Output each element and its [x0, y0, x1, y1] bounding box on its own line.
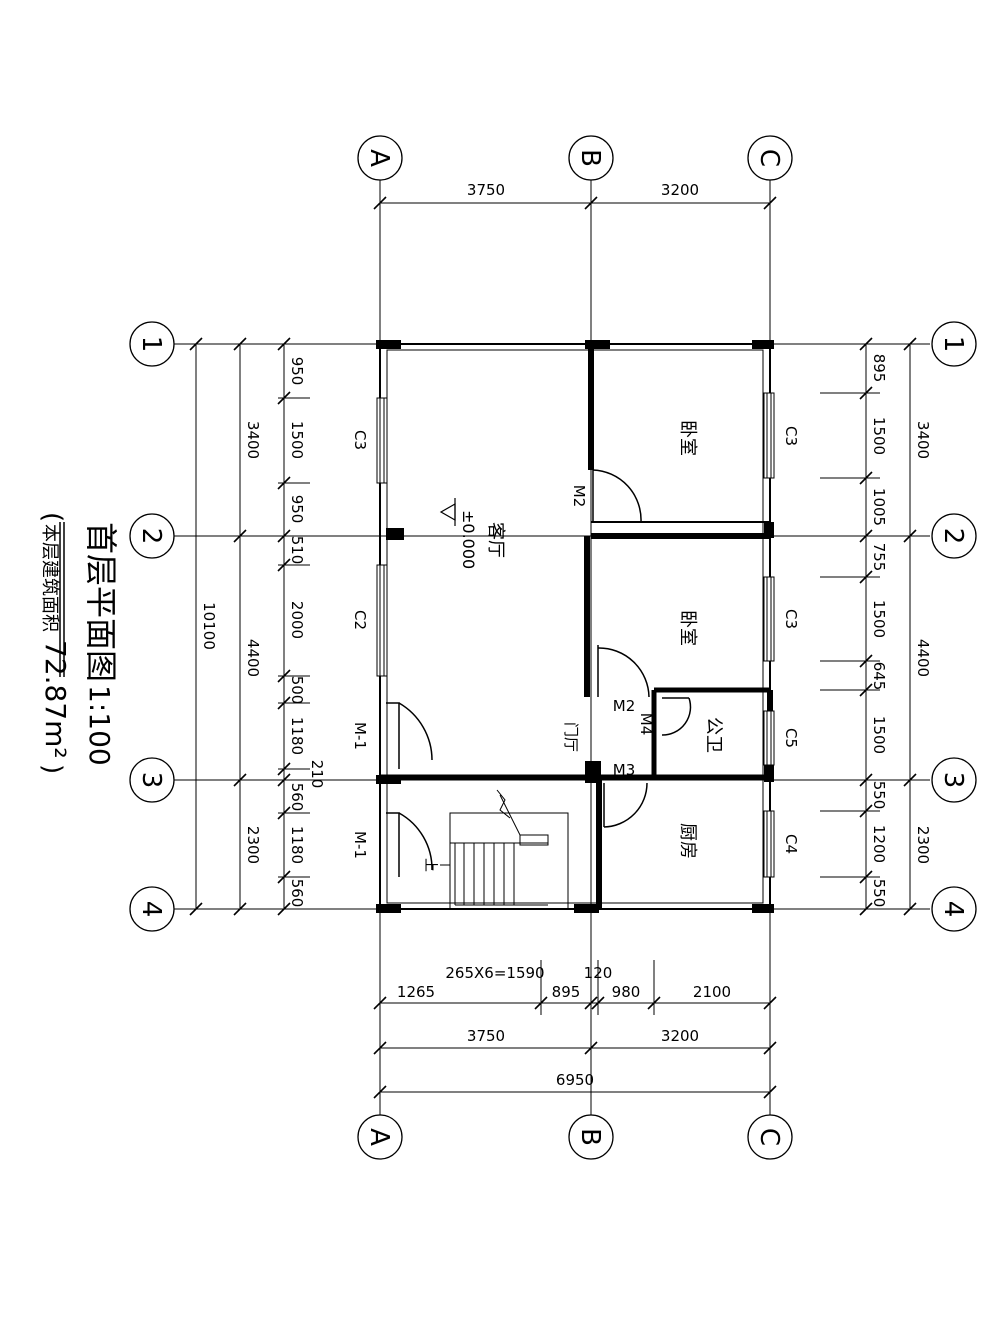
dim-bot-stair: 265X6=1590: [445, 964, 544, 982]
door-code-m2-lower: M2: [613, 697, 636, 715]
dim-right-23: 4400: [914, 639, 932, 677]
stair: [440, 789, 569, 910]
dimension-ticks: [189, 196, 917, 1099]
dim-ri-4: 1500: [870, 600, 888, 638]
dim-bot-1265: 1265: [397, 983, 435, 1001]
room-bedroom-2: 卧室: [677, 610, 698, 646]
doors: [386, 469, 692, 877]
area-close-paren: ): [37, 764, 67, 774]
dim-ri-7: 550: [870, 781, 888, 810]
vertical-dims: 10100 3400 4400 2300 950 1500 950 510 20…: [200, 354, 932, 908]
dim-left-12: 3400: [244, 421, 262, 459]
opening-codes: C3 C2 M-1 M-1 C3 C3 C5 C4 M2 M2 M4 M3: [351, 426, 800, 859]
axis-label-3-right: 3: [938, 772, 968, 789]
window-code-right-c4: C4: [782, 834, 800, 854]
dim-ri-2: 1005: [870, 488, 888, 526]
dim-ri-5: 645: [870, 662, 888, 691]
dim-ri-1: 1500: [870, 417, 888, 455]
dim-ri-0: 895: [870, 354, 888, 383]
door-code-m2-upper: M2: [570, 485, 588, 508]
dim-bot-bc: 3200: [661, 1027, 699, 1045]
columns: [376, 340, 774, 913]
dim-ri-6: 1500: [870, 716, 888, 754]
axis-label-c-top: C: [754, 149, 784, 167]
dim-right-34: 2300: [914, 826, 932, 864]
door-code-m1-upper: M-1: [351, 722, 369, 750]
axis-label-4-left: 4: [136, 901, 166, 918]
dim-bot-895: 895: [552, 983, 581, 1001]
walls: [379, 343, 773, 910]
dim-li-3: 510: [288, 536, 306, 565]
dim-li-10: 560: [288, 879, 306, 908]
axis-label-a-bottom: A: [364, 1128, 394, 1146]
stair-up-label: 上: [422, 858, 438, 872]
axis-label-4-right: 4: [938, 901, 968, 918]
dim-li-6: 1180: [288, 717, 306, 755]
drawing-title: 首层平面图: [82, 522, 120, 682]
axis-label-2-right: 2: [938, 528, 968, 545]
axis-label-c-bottom: C: [754, 1128, 784, 1146]
dim-left-34: 2300: [244, 826, 262, 864]
dim-bot-total: 6950: [556, 1071, 594, 1089]
dim-bot-ab: 3750: [467, 1027, 505, 1045]
dim-li-9: 1180: [288, 826, 306, 864]
door-code-m4: M4: [637, 713, 655, 736]
room-labels: 客厅 ±0.000 卧室 卧室 公卫 厨房 门厅 上: [422, 420, 724, 872]
dim-li-8: 560: [288, 783, 306, 812]
window-code-right-c3-a: C3: [782, 426, 800, 446]
dim-bot-980: 980: [612, 983, 641, 1001]
dim-top-bc: 3200: [661, 181, 699, 199]
dim-ri-8: 1200: [870, 825, 888, 863]
dim-li-5: 500: [288, 676, 306, 705]
dim-li-7: 210: [308, 760, 326, 789]
window-code-right-c5: C5: [782, 728, 800, 748]
dim-ri-9: 550: [870, 879, 888, 908]
axis-label-1-left: 1: [136, 336, 166, 353]
door-code-m3: M3: [613, 761, 636, 779]
room-kitchen: 厨房: [677, 823, 698, 859]
axis-bubbles: [129, 135, 977, 1160]
axis-label-1-right: 1: [938, 336, 968, 353]
dim-bot-120: 120: [584, 964, 613, 982]
dim-ri-3: 755: [870, 543, 888, 572]
room-foyer: 门厅: [562, 722, 580, 752]
axis-label-b-bottom: B: [575, 1128, 605, 1146]
door-code-m1-lower: M-1: [351, 831, 369, 859]
dimension-lines: [195, 202, 911, 1093]
dim-li-2: 950: [288, 495, 306, 524]
room-elevation: ±0.000: [459, 510, 478, 569]
room-toilet: 公卫: [703, 717, 724, 753]
window-code-right-c3-b: C3: [782, 609, 800, 629]
window-code-left-c2: C2: [351, 610, 369, 630]
dim-bot-2100: 2100: [693, 983, 731, 1001]
axis-label-2-left: 2: [136, 528, 166, 545]
area-open-paren: (: [37, 512, 67, 522]
room-living: 客厅: [485, 522, 506, 558]
area-value: 72.87m²: [39, 640, 72, 759]
window-code-left-c3: C3: [351, 430, 369, 450]
windows: [376, 392, 775, 878]
axis-label-a-top: A: [364, 149, 394, 167]
title-block: 首层平面图 1:100 ( 本层建筑面积 72.87m² ): [37, 512, 120, 774]
dim-left-23: 4400: [244, 639, 262, 677]
drawing-scale: 1:100: [83, 685, 116, 766]
axis-labels: A B C A B C 1 2 3 4 1 2 3 4: [136, 149, 968, 1146]
dim-right-12: 3400: [914, 421, 932, 459]
dim-left-total: 10100: [200, 602, 218, 650]
dim-li-4: 2000: [288, 601, 306, 639]
axis-label-b-top: B: [575, 149, 605, 167]
room-bedroom-1: 卧室: [677, 420, 698, 456]
axis-label-3-left: 3: [136, 772, 166, 789]
area-label: 本层建筑面积: [39, 524, 60, 632]
elevation-marker: [439, 498, 456, 526]
horizontal-dims: 3750 3200 1265 265X6=1590 895 120 980 21…: [397, 181, 731, 1089]
dim-li-1: 1500: [288, 421, 306, 459]
grid-lines: [172, 180, 930, 1115]
dim-top-ab: 3750: [467, 181, 505, 199]
dim-li-0: 950: [288, 357, 306, 386]
